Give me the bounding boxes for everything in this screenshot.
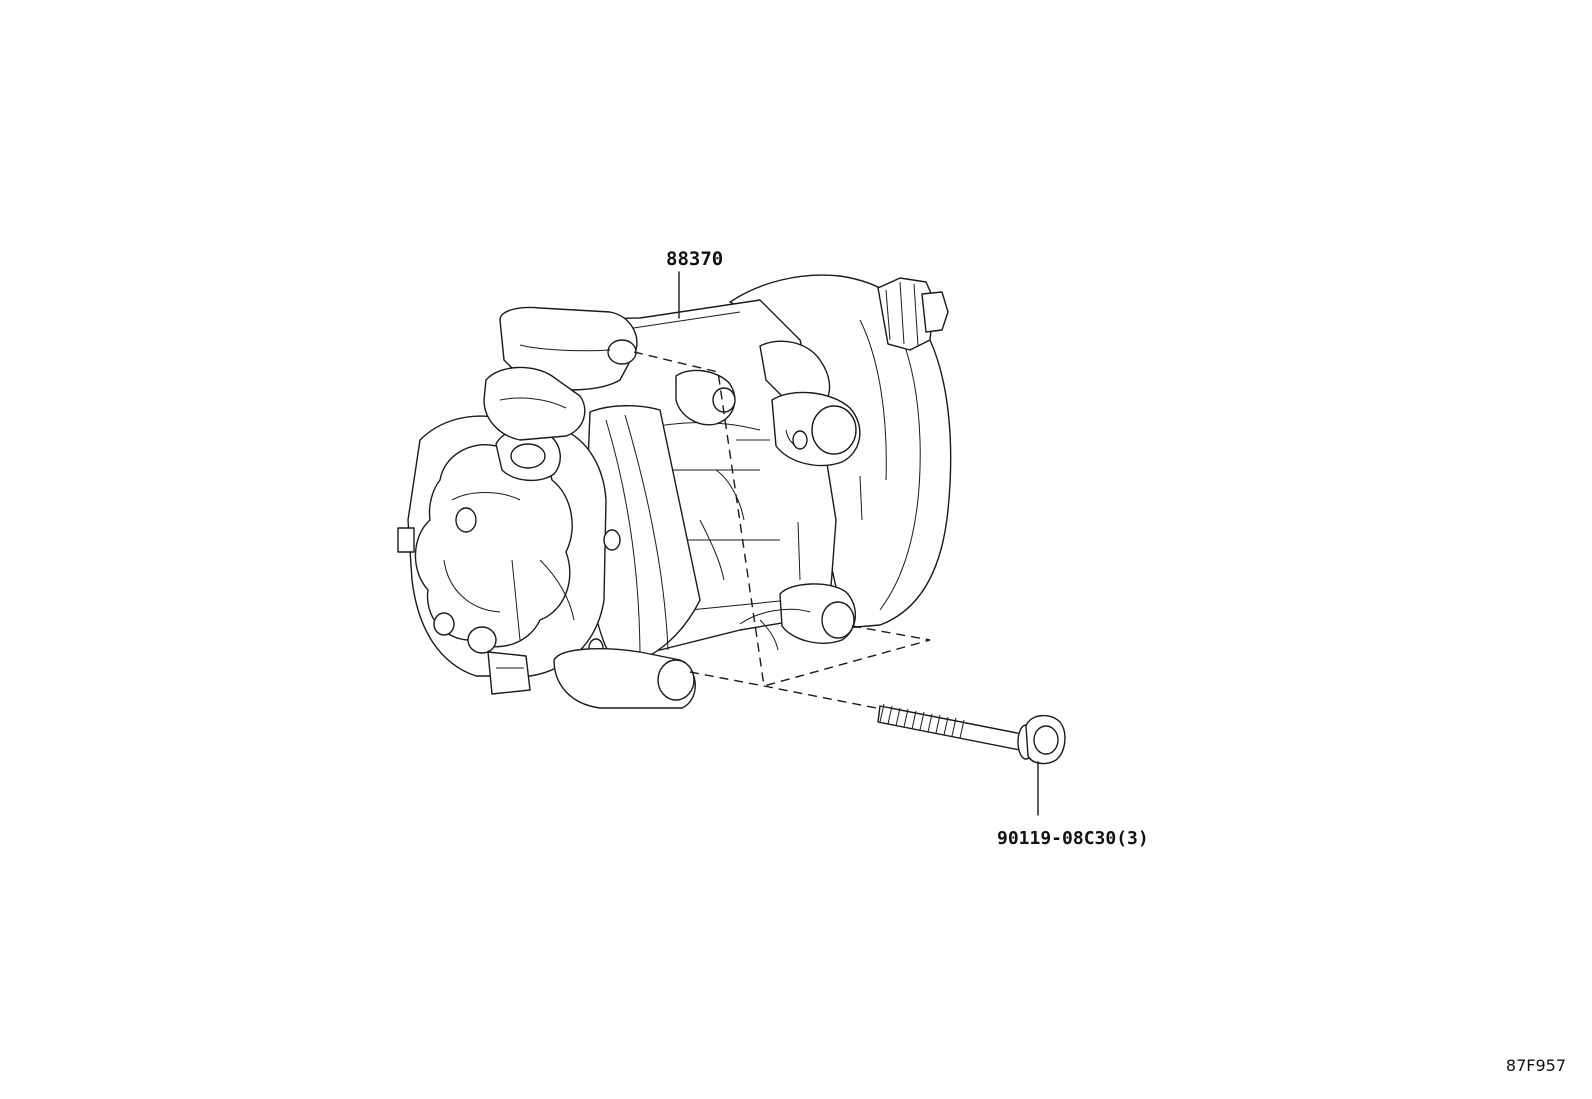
- leader-lines: [678, 271, 1039, 816]
- illustration-code: 87F957: [1505, 1056, 1566, 1075]
- part-label-bolt[interactable]: 90119-08C30(3): [997, 828, 1149, 849]
- part-label-compressor[interactable]: 88370: [666, 248, 724, 270]
- compressor-illustration: [397, 274, 952, 709]
- bolt-illustration: [877, 703, 1066, 765]
- alignment-lines: [633, 351, 931, 709]
